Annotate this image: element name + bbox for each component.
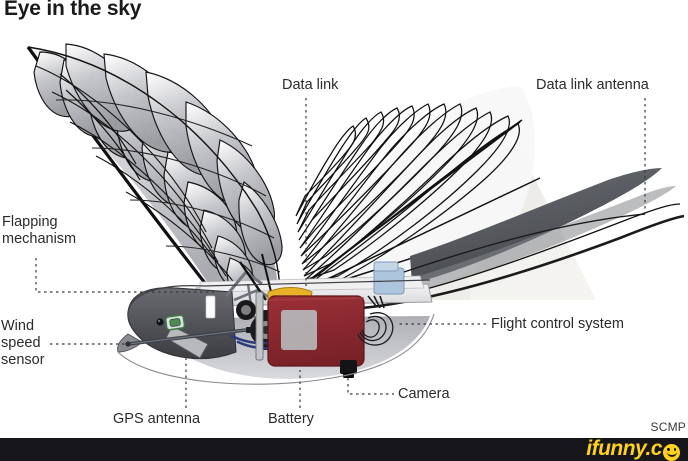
- leader-lines: [35, 98, 646, 408]
- wind-speed-sensor-part: [125, 328, 247, 347]
- smiley-face-icon: [663, 443, 680, 461]
- page-title: Eye in the sky: [4, 0, 142, 20]
- data-link-antenna-wire: [403, 213, 646, 273]
- gps-antenna-part: [164, 314, 209, 359]
- flight-control-part: [357, 312, 394, 346]
- body: [117, 253, 435, 385]
- callout-gps-antenna: GPS antenna: [113, 411, 201, 427]
- infographic-canvas: Eye in the sky Data link Data link anten…: [1, 0, 686, 434]
- source-credit: SCMP: [650, 420, 686, 434]
- watermark-text: ifunny.c: [586, 437, 662, 460]
- drone-diagram: [26, 43, 685, 408]
- footer-bar: [0, 438, 688, 461]
- callout-flight-control-system: Flight control system: [491, 316, 624, 332]
- callout-wind-speed-sensor: Wind speed sensor: [1, 318, 45, 369]
- battery-part: [267, 295, 365, 367]
- left-wing: [26, 43, 283, 302]
- callout-data-link: Data link: [282, 77, 339, 93]
- callout-camera: Camera: [398, 386, 450, 402]
- ifunny-watermark: ifunny.c: [586, 437, 680, 461]
- callout-flapping-mechanism: Flapping mechanism: [2, 214, 77, 248]
- leader-camera: [347, 378, 394, 395]
- callout-battery: Battery: [268, 411, 314, 427]
- callout-data-link-antenna: Data link antenna: [536, 77, 649, 93]
